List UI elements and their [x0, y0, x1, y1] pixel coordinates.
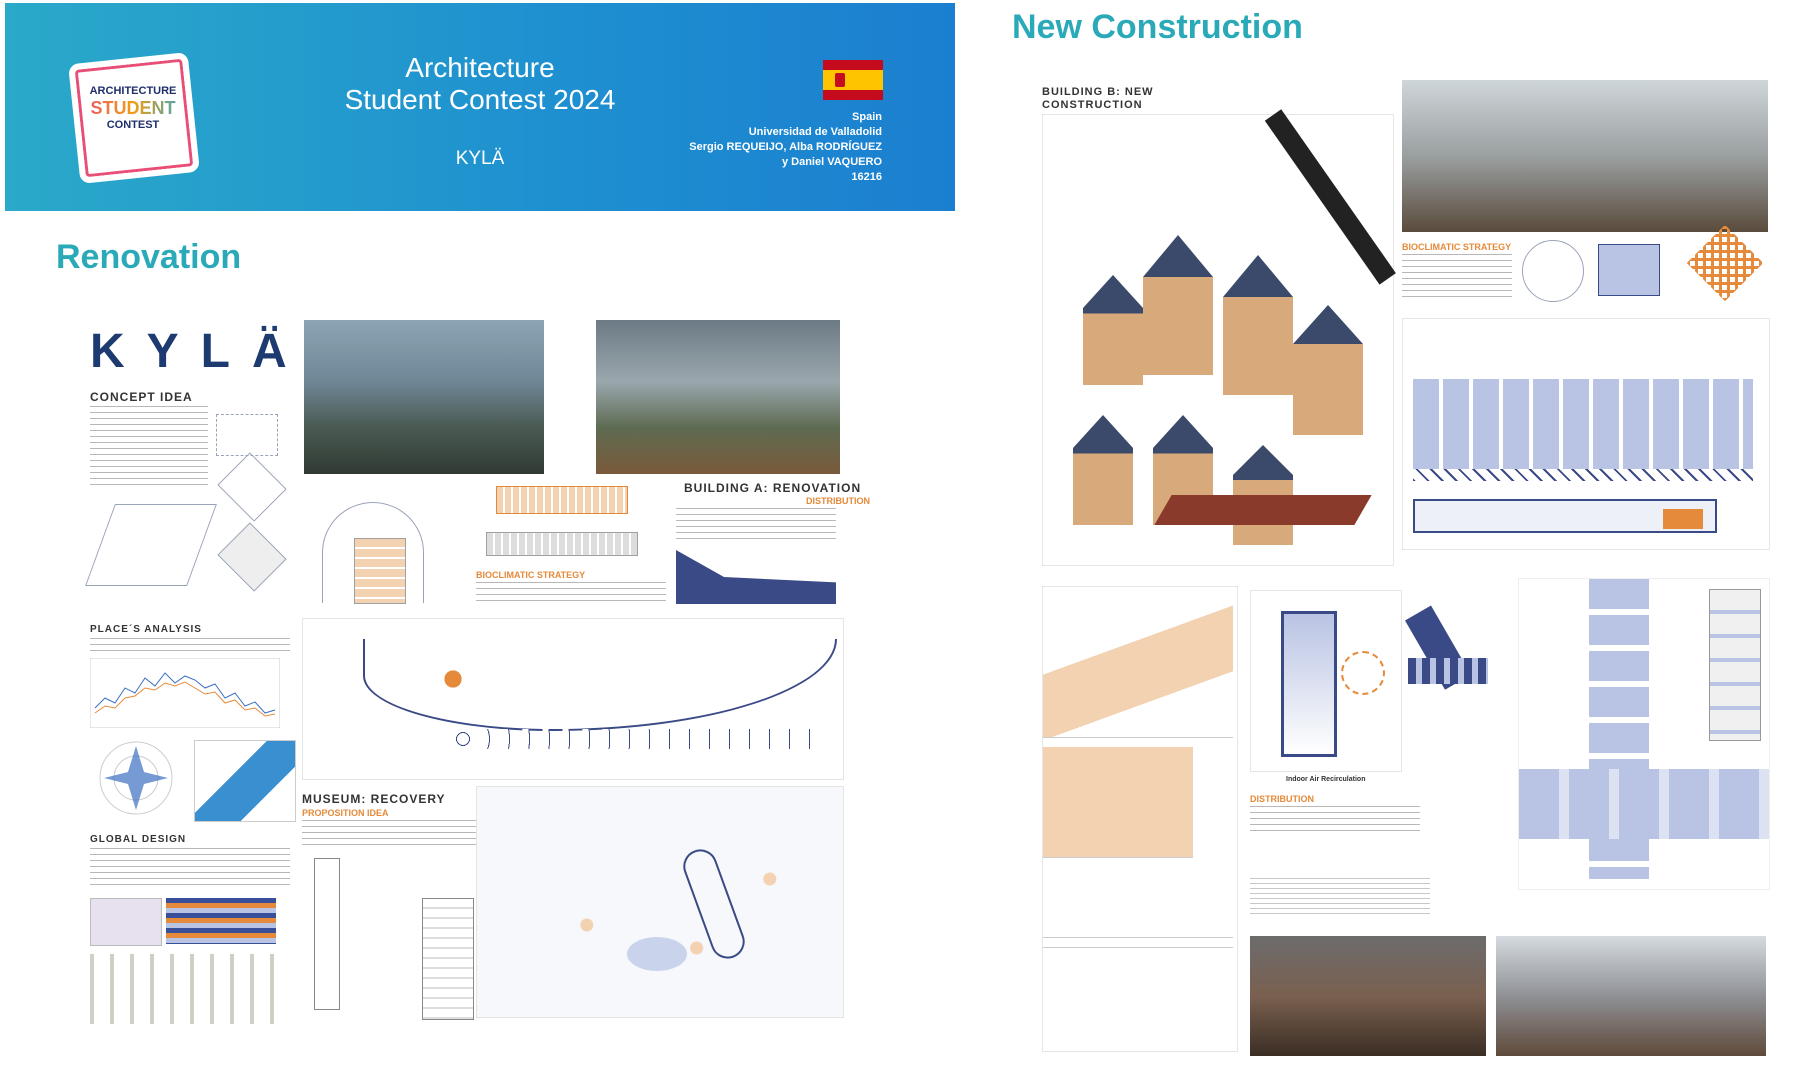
detail-slab: [1043, 867, 1233, 938]
bioclimatic-strategy-b-heading: BIOCLIMATIC STRATEGY: [1402, 242, 1512, 252]
bioclimatic-function-section: [354, 538, 406, 604]
building-b-render-photo: [1402, 80, 1768, 232]
building-a-heading: BUILDING A: RENOVATION: [684, 481, 862, 495]
distribution-b-text: [1250, 806, 1420, 832]
indoor-air-label: Indoor Air Recirculation: [1286, 776, 1366, 783]
building-a-plan-detail: [676, 550, 836, 604]
concept-diagram-2: [217, 452, 287, 522]
building-b-heading: BUILDING B: NEW CONSTRUCTION: [1042, 86, 1154, 111]
street-render-photo: [1496, 936, 1766, 1056]
indoor-air-diagram: [1250, 590, 1402, 772]
tower-5: [1073, 415, 1133, 525]
country: Spain: [852, 111, 882, 123]
museum-axonometric: [476, 786, 844, 1018]
team-info: Spain Universidad de Valladolid Sergio R…: [600, 110, 882, 185]
global-design-chart: [166, 898, 276, 944]
concept-axonometric: [85, 504, 217, 586]
road: [1264, 109, 1396, 285]
banner-title-line2: Student Contest 2024: [344, 84, 616, 115]
renovation-board: KYLÄ CONCEPT IDEA PLACE´S ANALYSIS GLOBA…: [85, 318, 870, 1046]
banner-title: Architecture Student Contest 2024: [270, 52, 690, 116]
construction-details: [1042, 586, 1238, 1052]
museum-wall-section: [422, 898, 474, 1020]
entry-code: 16216: [851, 171, 882, 183]
render-exterior-photo: [596, 320, 840, 474]
concept-diagram-1: [216, 414, 278, 456]
banner-title-line1: Architecture: [405, 52, 555, 83]
detail-floor: [1043, 747, 1193, 858]
bioclimatic-b-diagram-2: [1598, 244, 1660, 296]
bioclimatic-b-diagram-1: [1522, 240, 1584, 302]
legend-text: [1250, 878, 1430, 918]
section-units: [1413, 379, 1753, 469]
places-analysis-heading: PLACE´S ANALYSIS: [90, 624, 202, 635]
building-b-axonometric: [1042, 109, 1396, 566]
new-construction-title: New Construction: [1012, 8, 1303, 46]
bioclimatic-strategy-a-text: [476, 582, 666, 604]
museum-pond: [627, 937, 687, 971]
renovation-title: Renovation: [56, 238, 242, 276]
contest-logo: ARCHITECTURE STUDENT CONTEST: [68, 48, 200, 184]
project-name: KYLÄ: [455, 148, 505, 169]
masterplan-trees: [433, 659, 473, 699]
global-design-section: [90, 898, 162, 946]
walkway: [1154, 495, 1372, 525]
masterplan-circles: [453, 729, 813, 749]
courtyard-render-photo: [1250, 936, 1486, 1056]
third-level-units: [1408, 658, 1488, 684]
detail-roof: [1043, 587, 1233, 738]
concept-text-block: [90, 406, 208, 486]
proposition-idea-heading: PROPOSITION IDEA: [302, 808, 389, 818]
building-bioclimatic-section: [1402, 318, 1770, 550]
distribution-a-heading: DISTRIBUTION: [806, 496, 870, 506]
masterplan: [302, 618, 844, 780]
solar-diagram: [194, 740, 296, 822]
climate-line-chart: [90, 658, 280, 728]
distribution-b-heading: DISTRIBUTION: [1250, 794, 1314, 804]
logo-text-contest: CONTEST: [106, 119, 160, 131]
sun-icon: [1341, 651, 1385, 695]
authors-line2: y Daniel VAQUERO: [781, 156, 882, 168]
authors-line1: Sergio REQUEIJO, Alba RODRÍGUEZ: [689, 141, 882, 153]
spain-flag-icon: [823, 60, 883, 100]
vegetation-species: [90, 954, 280, 1024]
concept-idea-heading: CONCEPT IDEA: [90, 390, 193, 404]
tower-4: [1293, 305, 1363, 435]
geothermal-tank: [1663, 509, 1703, 529]
tower-2: [1143, 235, 1213, 375]
bioclimatic-b-diagram-3: [1686, 224, 1764, 302]
sun-path-diagram: [322, 502, 424, 603]
university: Universidad de Valladolid: [748, 126, 882, 138]
third-level-plan: [1405, 588, 1508, 698]
bioclimatic-b-text: [1402, 254, 1512, 298]
bioclimatic-strategy-a-heading: BIOCLIMATIC STRATEGY: [476, 570, 586, 580]
global-design-heading: GLOBAL DESIGN: [90, 834, 187, 845]
detail-foundation: [1043, 947, 1233, 1048]
section-truss: [1413, 469, 1753, 481]
global-design-text: [90, 848, 290, 888]
concept-diagram-3: [217, 522, 287, 592]
fourth-level-plan: [1518, 578, 1770, 890]
wind-rose-diagram: [99, 741, 173, 815]
elevation-drawing-1: [496, 486, 628, 514]
tower-3: [1223, 255, 1293, 395]
museum-text: [302, 820, 482, 846]
places-analysis-text: [90, 638, 290, 652]
new-construction-board: BUILDING B: NEW CONSTRUCTION BIOCLIMATIC…: [1038, 78, 1770, 1058]
plan-corridor: [1519, 769, 1769, 839]
museum-exploded-axon: [314, 858, 340, 1010]
plan-units: [1709, 589, 1761, 741]
logo-text-student: STUDENT: [78, 98, 188, 118]
kyla-title: KYLÄ: [90, 325, 309, 378]
museum-heading: MUSEUM: RECOVERY: [302, 792, 446, 806]
tower-1: [1083, 275, 1143, 385]
air-duct: [1281, 611, 1337, 757]
museum-curved-path: [678, 844, 750, 964]
logo-text-architecture: ARCHITECTURE: [89, 85, 177, 97]
building-a-text: [676, 508, 836, 540]
render-interior-photo: [304, 320, 544, 474]
elevation-drawing-2: [486, 532, 638, 556]
